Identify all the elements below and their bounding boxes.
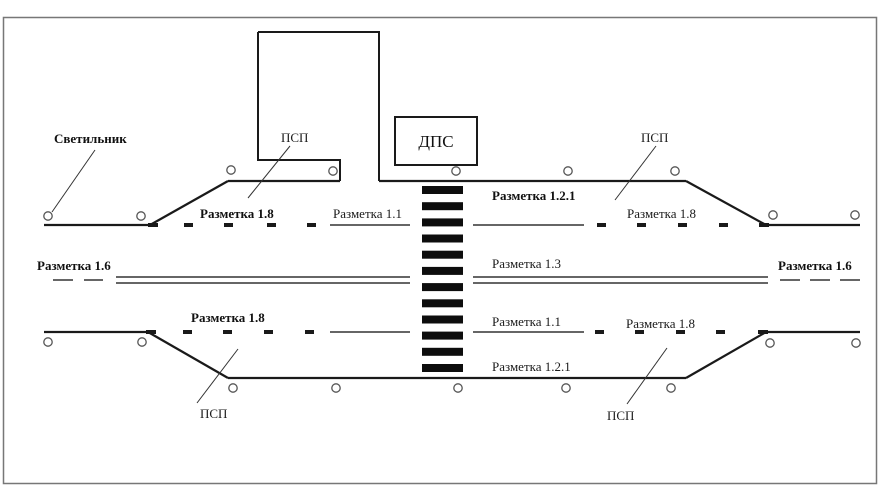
top-right-taper [685,180,767,226]
crosswalk-stripe [422,234,463,243]
lamp-icon [768,210,778,220]
psp-top-left-label: ПСП [281,130,308,145]
marking-1-8-bottom-right-label: Разметка 1.8 [626,316,695,331]
building-outline [258,31,380,181]
lamp-icon [563,166,573,176]
psp-bottom-left-label: ПСП [200,406,227,421]
street-lamps [43,165,861,393]
marking-1-3-label: Разметка 1.3 [492,256,561,271]
marking-dash [595,330,604,334]
crosswalk-stripe [422,202,463,211]
marking-dash [223,330,232,334]
crosswalk-stripe [422,347,463,356]
leader-lines [51,145,668,405]
marking-dash [676,330,685,334]
lamp-icon [136,211,146,221]
marking-dash [146,330,156,334]
bottom-left-taper [147,331,229,379]
lamp-icon [331,383,341,393]
marking-dash [719,223,728,227]
marking-dash [637,223,646,227]
marking-1-8-top-right-label: Разметка 1.8 [627,206,696,221]
marking-1-8-top-left-label: Разметка 1.8 [200,206,274,221]
top-left-taper [149,180,229,226]
lamp-icon [137,337,147,347]
lamp-icon [851,338,861,348]
lamp-icon [226,165,236,175]
lamp-icon [670,166,680,176]
dps-box [394,116,478,166]
crosswalk-stripe [422,315,463,324]
lamp-icon [453,383,463,393]
crosswalk-stripe [422,283,463,292]
marking-dash [305,330,314,334]
marking-dash [224,223,233,227]
lamp-icon [666,383,676,393]
crosswalk-stripe [422,250,463,259]
crosswalk-stripe [422,299,463,308]
lamp-leader [51,149,96,213]
lamp-icon [328,166,338,176]
marking-1-8-bottom-left-label: Разметка 1.8 [191,310,265,325]
marking-dash [716,330,725,334]
diagram-frame [2,16,878,485]
center-markings [53,276,860,284]
marking-dash [184,223,193,227]
bottom-lane-markings [44,330,860,334]
lamp-icon [228,383,238,393]
lamp-icon [850,210,860,220]
lamp-icon [561,383,571,393]
lamp-label: Светильник [54,131,127,146]
marking-1-6-left-label: Разметка 1.6 [37,258,111,273]
marking-dash [267,223,276,227]
marking-1-2-1-top-label: Разметка 1.2.1 [492,188,576,203]
lamp-icon [43,337,53,347]
crosswalk-stripe [422,186,463,194]
marking-1-1-top-label: Разметка 1.1 [333,206,402,221]
marking-dash [635,330,644,334]
dps-label: ДПС [418,132,453,151]
marking-1-6-right-label: Разметка 1.6 [778,258,852,273]
psp-bottom-right-leader [626,347,668,405]
marking-dash [597,223,606,227]
marking-dash [148,223,158,227]
psp-bottom-left-leader [196,348,239,404]
bottom-road-edge [147,331,767,380]
psp-bottom-right-label: ПСП [607,408,634,423]
dps-building: ДПС [394,116,478,166]
top-lane-markings [148,223,769,227]
top-road-edge [44,179,860,227]
marking-dash [264,330,273,334]
psp-top-right-label: ПСП [641,130,668,145]
lamp-icon [451,166,461,176]
crosswalk-stripe [422,218,463,227]
marking-1-1-bottom-label: Разметка 1.1 [492,314,561,329]
marking-dash [759,223,769,227]
crosswalk-stripe [422,266,463,275]
crosswalk-stripe [422,331,463,340]
crosswalk-stripe [422,364,463,372]
marking-dash [758,330,768,334]
bottom-right-taper [685,331,767,379]
parking-bay-outline [257,32,341,181]
marking-1-2-1-bottom-label: Разметка 1.2.1 [492,359,571,374]
marking-dash [678,223,687,227]
lamp-icon [765,338,775,348]
marking-dash [183,330,192,334]
pedestrian-crosswalk [422,186,463,372]
marking-dash [307,223,316,227]
psp-top-left-leader [247,145,291,199]
psp-top-right-leader [614,145,657,201]
lamp-icon [43,211,53,221]
